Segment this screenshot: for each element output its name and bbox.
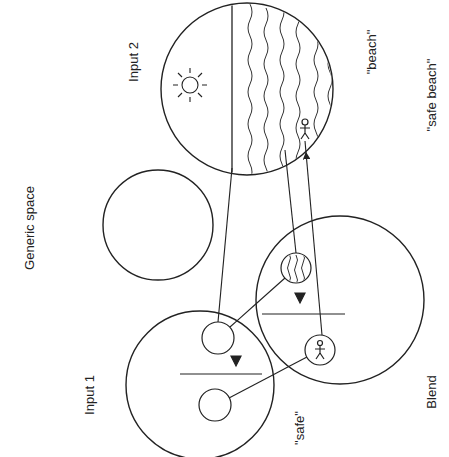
frame-line [262, 313, 345, 314]
circle-border [256, 216, 424, 384]
beach-scene [232, 2, 332, 184]
counterpart-connector [306, 152, 312, 221]
figure-circle [305, 335, 335, 365]
sea-wave [328, 8, 332, 184]
sea-wave [280, 4, 284, 180]
space-content-label: "safe beach" [425, 58, 439, 133]
space-label: Input 2 [127, 41, 141, 83]
space-circle: Blend"safe beach" [255, 215, 425, 385]
sea-wave [288, 253, 291, 283]
space-label: Input 1 [83, 374, 97, 416]
counterpart-stub [304, 141, 306, 152]
sea-wave [295, 255, 298, 285]
counterpart-circle [202, 322, 234, 354]
space-label: Generic space [23, 185, 37, 271]
counterpart-stub [256, 278, 285, 304]
counterpart-stub [285, 150, 287, 165]
input1-structure [180, 322, 262, 421]
counterpart-connector [219, 174, 232, 314]
circle-outline [255, 215, 425, 385]
counterpart-stub [294, 230, 296, 253]
frame-line [180, 373, 262, 374]
sea-wave [248, 4, 252, 180]
counterpart-connector [287, 165, 294, 230]
circle-outline [125, 310, 275, 457]
counterpart-stub [229, 375, 273, 398]
counterpart-stub [312, 221, 322, 335]
space-circle: Generic space [102, 169, 214, 281]
circle-border [161, 3, 333, 175]
counterpart-circle [199, 389, 231, 421]
counterpart-connector [237, 304, 256, 321]
space-circle: Input 2"beach" [160, 2, 334, 176]
sea-wave [264, 8, 268, 184]
sun-disc [182, 77, 198, 93]
space-circle: Input 1"safe" [125, 310, 275, 457]
circle-outline [160, 2, 334, 176]
mapping-arrowhead [295, 293, 305, 303]
sun-icon [173, 68, 207, 102]
blend-structure [262, 253, 345, 365]
counterpart-stub [230, 321, 237, 327]
space-label: Blend [425, 374, 439, 409]
sun-rays [173, 68, 207, 102]
figure-head [302, 119, 308, 125]
figure-body [300, 125, 310, 139]
shore-line [231, 2, 232, 176]
bather-figure [300, 119, 310, 139]
space-content-label: "safe" [293, 410, 307, 446]
counterpart-stub [217, 313, 219, 322]
sea-wave [302, 253, 305, 283]
mapping-arrowhead [231, 356, 241, 366]
space-content-label: "beach" [365, 29, 379, 76]
counterpart-stub [289, 357, 307, 367]
circle-border [103, 170, 213, 280]
figure-head [318, 341, 323, 346]
sea-wave [314, 4, 318, 180]
circle-border [126, 311, 274, 457]
circle-outline [102, 169, 214, 281]
sea-circle [281, 253, 311, 283]
figure-body [315, 346, 325, 359]
counterpart-connector [273, 367, 288, 375]
